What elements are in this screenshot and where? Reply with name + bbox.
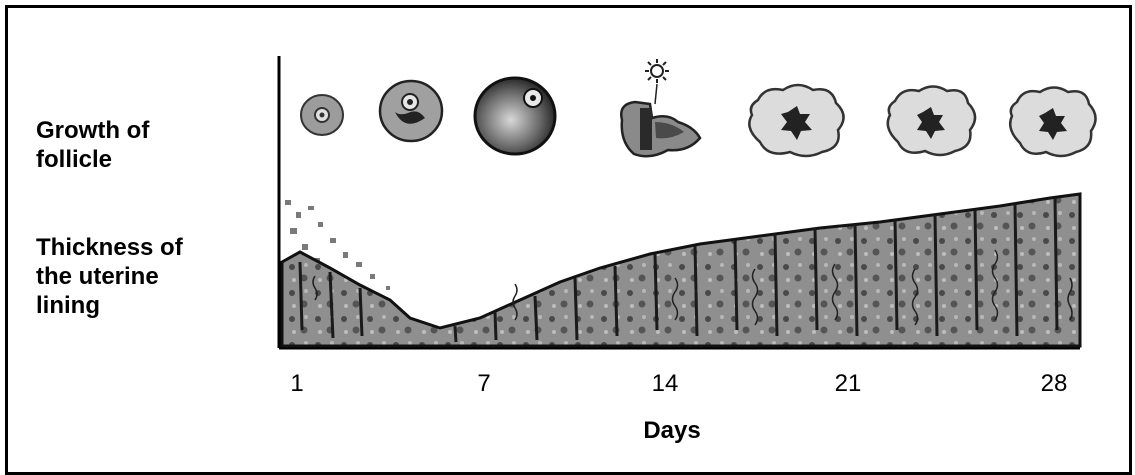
secondary-follicle-icon — [380, 81, 442, 141]
x-tick-label: 21 — [835, 370, 862, 398]
x-tick-label: 14 — [652, 370, 679, 398]
corpus-luteum-icon — [888, 87, 975, 156]
x-tick-label: 28 — [1041, 370, 1068, 398]
corpus-luteum-icon — [1010, 88, 1095, 157]
x-tick-label: 7 — [477, 370, 490, 398]
menstrual-cycle-illustration — [0, 0, 1135, 462]
x-axis-title: Days — [643, 417, 700, 445]
primary-follicle-icon — [301, 95, 343, 135]
mature-follicle-icon — [475, 78, 555, 154]
uterine-lining-icon — [282, 194, 1080, 346]
ovulation-icon — [621, 59, 700, 156]
corpus-luteum-icon — [749, 85, 843, 156]
x-tick-label: 1 — [290, 370, 303, 398]
